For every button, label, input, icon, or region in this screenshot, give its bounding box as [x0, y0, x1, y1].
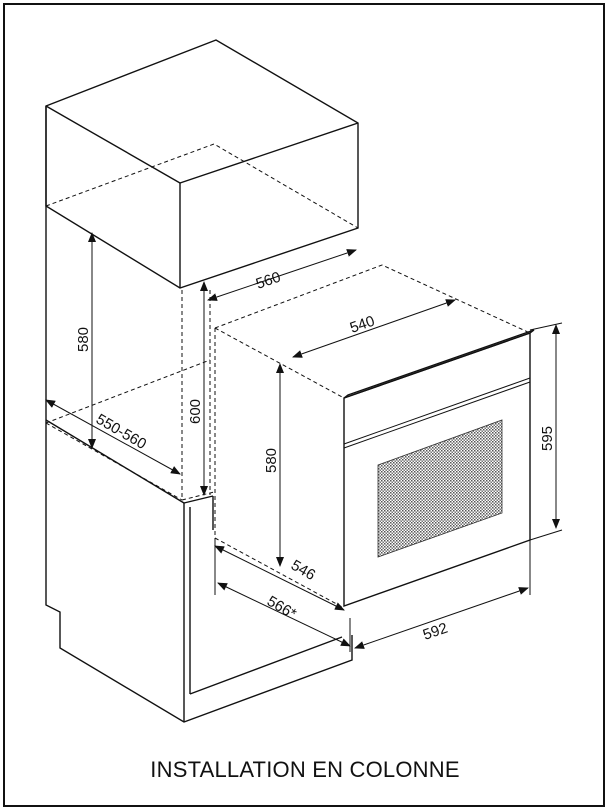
oven-body-height-label: 580: [263, 448, 280, 473]
niche-depth-label: 550-560: [93, 411, 149, 453]
niche-height-center-label: 600: [187, 399, 204, 424]
niche-outline: [45, 143, 359, 501]
niche-width-label: 560: [254, 269, 283, 293]
oven-overall-depth-label: 566*: [264, 593, 299, 623]
oven-body-width-label: 540: [348, 313, 377, 337]
niche-height-left-label: 580: [75, 327, 92, 352]
oven-front-height-label: 595: [539, 426, 556, 451]
upper-cabinet: [45, 39, 359, 398]
oven-front: [343, 329, 535, 607]
oven-body-depth-label: 546: [288, 557, 318, 584]
dimension-lines: [45, 232, 563, 652]
diagram-caption: INSTALLATION EN COLONNE: [150, 757, 460, 782]
